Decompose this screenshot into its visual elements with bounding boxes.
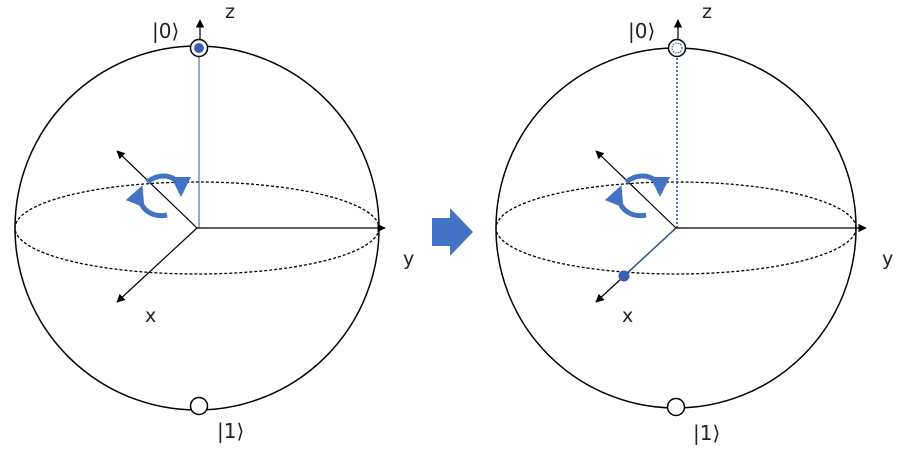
ket-zero-label: |0⟩ <box>152 19 179 43</box>
x-axis <box>116 227 198 303</box>
x-axis-label: x <box>622 305 633 327</box>
state-one-marker <box>189 396 209 416</box>
z-axis-label: z <box>702 1 712 23</box>
ket-zero-label: |0⟩ <box>628 19 655 43</box>
x-axis-label: x <box>145 305 156 327</box>
right-arrow-icon <box>432 208 473 256</box>
state-one-marker <box>666 397 686 417</box>
state-zero-marker <box>189 38 209 58</box>
y-axis-label: y <box>403 248 414 270</box>
ket-one-label: |1⟩ <box>693 421 720 445</box>
left-bloch-sphere: |0⟩ |1⟩ z y x <box>14 1 414 443</box>
z-axis-label: z <box>225 1 235 23</box>
rotation-arrows-icon <box>125 173 191 219</box>
state-equator-marker <box>618 270 630 282</box>
x-axis-back <box>595 150 677 229</box>
state-zero-ghost-marker <box>667 38 687 58</box>
right-bloch-sphere: |0⟩ |1⟩ z y x <box>495 1 893 445</box>
y-axis-label: y <box>882 248 893 270</box>
rotation-arrows-icon <box>604 173 670 219</box>
ket-one-label: |1⟩ <box>217 419 244 443</box>
state-vector <box>623 227 677 277</box>
x-axis-back <box>116 150 198 229</box>
